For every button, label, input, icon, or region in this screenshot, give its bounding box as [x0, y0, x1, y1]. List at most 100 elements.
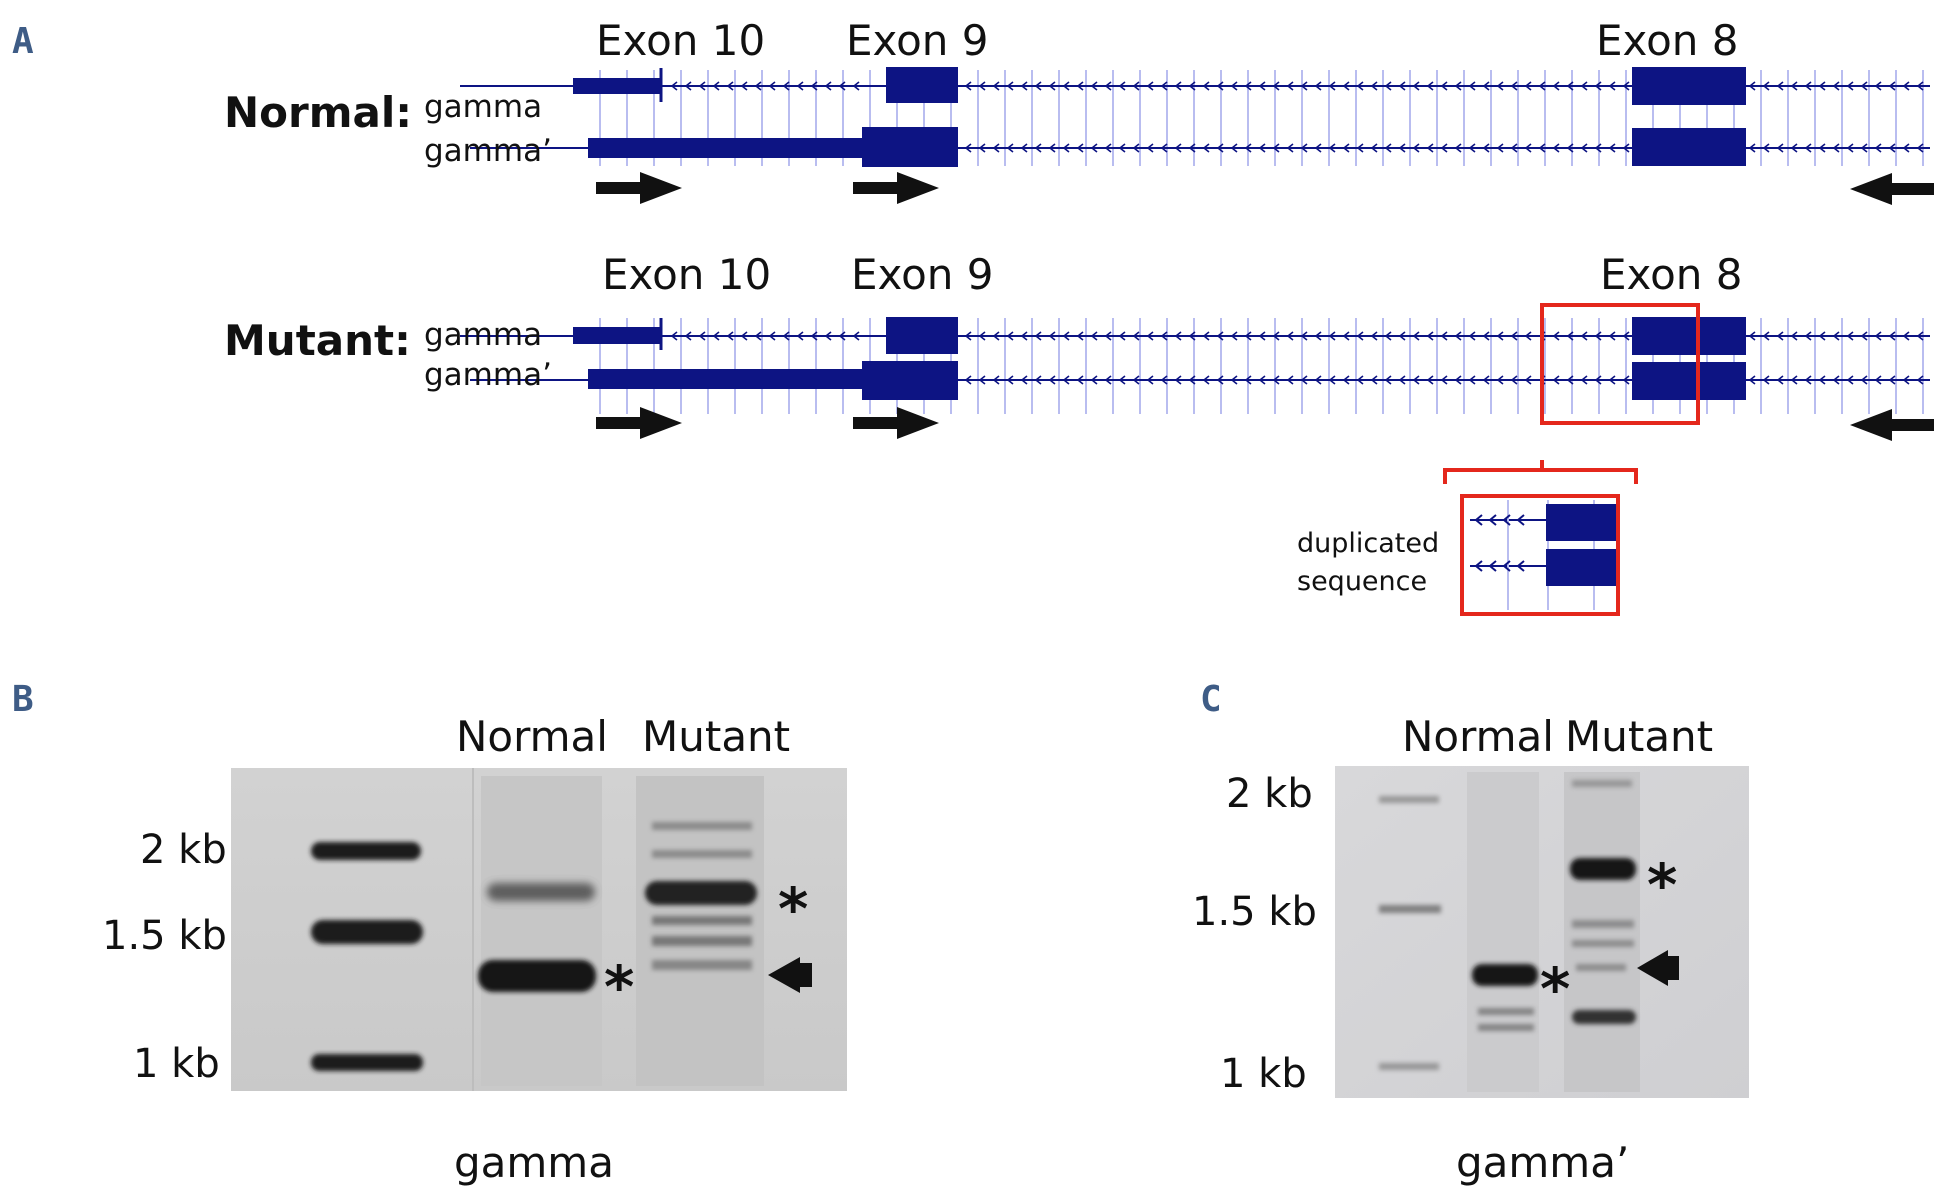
intron-chevron [1524, 81, 1532, 91]
gel-c-caption: gamma’ [1456, 1138, 1630, 1187]
intron-chevron [1818, 81, 1826, 91]
exon-10-label: Exon 10 [596, 16, 766, 65]
intron-chevron [1902, 143, 1910, 153]
intron-chevron [1202, 375, 1210, 385]
exon-10-label: Exon 10 [602, 250, 772, 299]
intron-chevron [1216, 81, 1224, 91]
primer-arrow [596, 172, 682, 204]
intron-chevron [1090, 81, 1098, 91]
intron-chevron [1860, 331, 1868, 341]
intron-chevron [1482, 375, 1490, 385]
gel-b-caption: gamma [454, 1138, 614, 1187]
intron-chevron [1426, 81, 1434, 91]
intron-chevron [1622, 375, 1630, 385]
ladder-label-1.5kb: 1.5 kb [102, 913, 227, 959]
gel-c [1335, 766, 1749, 1098]
intron-chevron [1454, 375, 1462, 385]
track-label-mutant: Mutant: [224, 316, 411, 365]
intron-chevron [1006, 81, 1014, 91]
intron-chevron [810, 331, 818, 341]
intron-chevron [1398, 81, 1406, 91]
intron-chevron [1076, 81, 1084, 91]
intron-chevron [1804, 143, 1812, 153]
intron-chevron [824, 81, 832, 91]
intron-chevron [1846, 375, 1854, 385]
intron-chevron [1748, 331, 1756, 341]
intron-chevron [1328, 81, 1336, 91]
intron-chevron [1090, 143, 1098, 153]
intron-chevron [1776, 375, 1784, 385]
ladder-band-2kb [311, 842, 421, 860]
intron-chevron [1874, 81, 1882, 91]
intron-chevron [1622, 331, 1630, 341]
intron-chevron [1818, 375, 1826, 385]
intron-chevron [1090, 331, 1098, 341]
band-marker-mutant: * [778, 875, 809, 943]
ladder-band-1kb [311, 1054, 423, 1071]
intron-chevron [1412, 331, 1420, 341]
intron-chevron [1118, 331, 1126, 341]
intron-chevron [1188, 331, 1196, 341]
intron-chevron [1846, 331, 1854, 341]
exon-9-gamma-prime [862, 127, 958, 167]
intron-chevron [1580, 375, 1588, 385]
intron-chevron [1230, 375, 1238, 385]
lane-label-mutant: Mutant [1565, 712, 1714, 761]
intron-chevron [1622, 81, 1630, 91]
intron-chevron [1286, 81, 1294, 91]
intron-chevron [1188, 143, 1196, 153]
intron-chevron [1874, 375, 1882, 385]
intron-chevron [1790, 331, 1798, 341]
intron-chevron [1762, 375, 1770, 385]
intron-chevron [1286, 375, 1294, 385]
intron-chevron [1566, 375, 1574, 385]
intron-chevron [1076, 143, 1084, 153]
intron-chevron [1314, 331, 1322, 341]
intron-chevron [1860, 81, 1868, 91]
intron-chevron [1552, 375, 1560, 385]
intron-chevron [768, 331, 776, 341]
intron-chevron [1146, 375, 1154, 385]
exon-8-label: Exon 8 [1600, 250, 1743, 299]
intron-chevron [726, 331, 734, 341]
exon-10-gamma [573, 78, 660, 94]
band-normal [1478, 1024, 1534, 1031]
intron-chevron [1132, 331, 1140, 341]
intron-chevron [1846, 143, 1854, 153]
intron-chevron [1258, 331, 1266, 341]
intron-chevron [1244, 143, 1252, 153]
intron-chevron [1426, 331, 1434, 341]
exon-9-label: Exon 9 [846, 16, 989, 65]
intron-chevron [1370, 375, 1378, 385]
intron-chevron [1104, 375, 1112, 385]
intron-chevron [1244, 375, 1252, 385]
gel-c-lane-shade [1564, 772, 1640, 1092]
intron-chevron [1356, 81, 1364, 91]
intron-chevron [1244, 331, 1252, 341]
exon-10-gamma [573, 327, 660, 344]
intron-chevron [1118, 143, 1126, 153]
intron-chevron [1552, 331, 1560, 341]
inset-exon-gamma [1546, 504, 1616, 541]
intron-chevron [1426, 143, 1434, 153]
intron-chevron [978, 143, 986, 153]
intron-chevron [1748, 375, 1756, 385]
ladder-band-1kb [1379, 1063, 1439, 1070]
intron-chevron [1566, 331, 1574, 341]
intron-chevron [1482, 81, 1490, 91]
intron-chevron [1216, 143, 1224, 153]
intron-chevron [1776, 331, 1784, 341]
intron-chevron [1104, 143, 1112, 153]
intron-chevron [1902, 81, 1910, 91]
band-normal-main [1472, 964, 1538, 986]
intron-chevron [964, 375, 972, 385]
intron-chevron [1804, 375, 1812, 385]
intron-chevron [1440, 331, 1448, 341]
intron-chevron [1342, 143, 1350, 153]
intron-chevron [1174, 375, 1182, 385]
intron-chevron [1384, 375, 1392, 385]
intron-chevron [1286, 143, 1294, 153]
intron-chevron [1118, 375, 1126, 385]
intron-chevron [1006, 331, 1014, 341]
intron-chevron [1188, 375, 1196, 385]
